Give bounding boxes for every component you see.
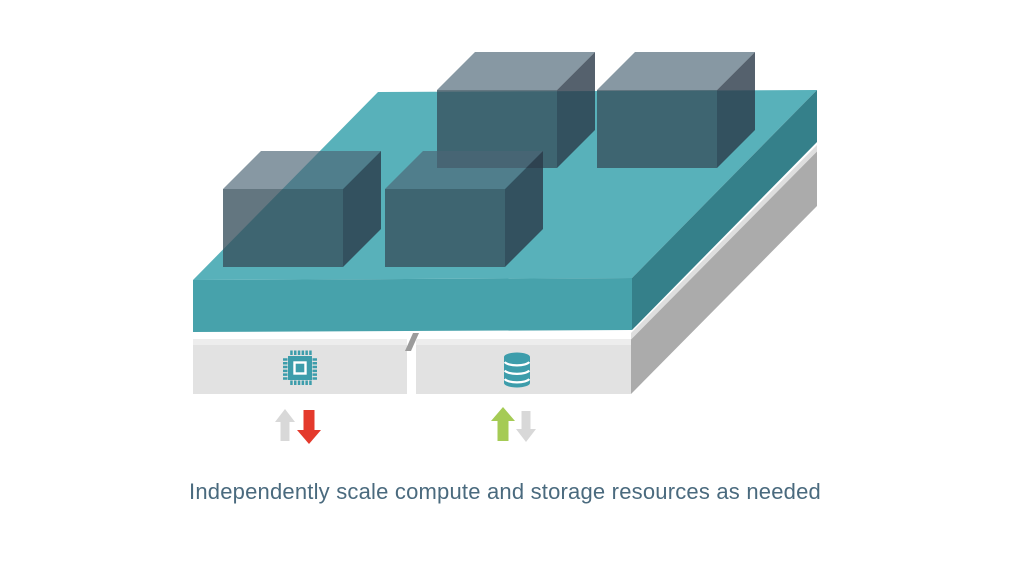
compute-panel-top-edge [193, 339, 407, 345]
database-icon [503, 352, 531, 388]
cube-front-face [223, 189, 343, 267]
cube-front-face [597, 90, 717, 168]
workload-cube [385, 151, 543, 267]
database-separator [503, 361, 531, 367]
base-top-edge [631, 145, 817, 340]
cube-top-face [385, 151, 543, 189]
storage-panel-top-edge [416, 339, 631, 345]
cube-right-face [343, 151, 381, 267]
base-slab [193, 145, 817, 394]
storage-scale-up-arrow-icon [491, 407, 515, 441]
cube-top-face [437, 52, 595, 90]
workload-cube [223, 151, 381, 267]
platform-front-face [193, 278, 632, 332]
storage-scale-arrows [491, 407, 536, 442]
platform-right-face [632, 90, 817, 330]
storage-scale-down-arrow-icon [516, 411, 536, 442]
cube-right-face [505, 151, 543, 267]
cpu-chip-icon [283, 350, 317, 385]
cube-front-face [437, 90, 557, 168]
workload-cube [437, 52, 595, 168]
database-separator [503, 369, 531, 375]
panel-divider [405, 333, 419, 351]
base-right-face [631, 151, 817, 394]
database-cylinder [504, 352, 530, 388]
database-separator [503, 378, 531, 384]
cube-top-face [223, 151, 381, 189]
compute-scale-up-arrow-icon [275, 409, 295, 441]
cpu-inner-square [293, 361, 307, 375]
compute-scale-arrows [275, 409, 321, 444]
cube-right-face [557, 52, 595, 168]
cube-right-face [717, 52, 755, 168]
caption: Independently scale compute and storage … [189, 479, 821, 504]
compute-scale-down-arrow-icon [297, 410, 321, 444]
cube-top-face [597, 52, 755, 90]
cube-front-face [385, 189, 505, 267]
cpu-body [288, 356, 312, 380]
workload-cube [597, 52, 755, 168]
